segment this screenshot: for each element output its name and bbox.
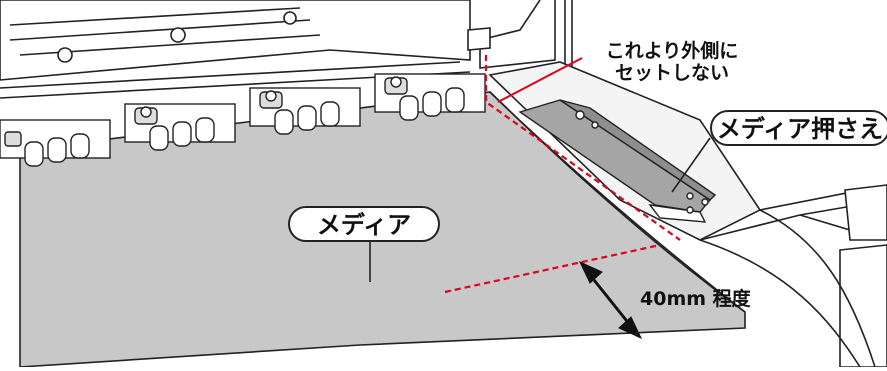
outer-limit-guide — [484, 55, 681, 241]
media-clamp — [518, 99, 717, 223]
warning-line-2: セットしない — [614, 62, 729, 84]
pinch-roller-3 — [249, 87, 361, 135]
pinch-rollers — [0, 73, 486, 167]
distance-label: 40mm 程度 — [640, 288, 751, 310]
distance-double-arrow — [578, 260, 643, 340]
media-label: メディア — [288, 206, 440, 242]
media-clamp-leader-line — [671, 137, 711, 193]
pinch-roller-1 — [0, 119, 111, 167]
pinch-roller-4 — [374, 73, 486, 121]
media-40mm-guide-line — [444, 243, 661, 294]
media-edge-right — [489, 91, 746, 313]
warning-line-1: これより外側に — [605, 40, 739, 62]
pinch-roller-2 — [124, 103, 236, 151]
machine-housing — [0, 0, 471, 99]
warning-label: これより外側に セットしない — [582, 40, 762, 84]
media-clamp-label: メディア押さえ — [710, 110, 887, 146]
